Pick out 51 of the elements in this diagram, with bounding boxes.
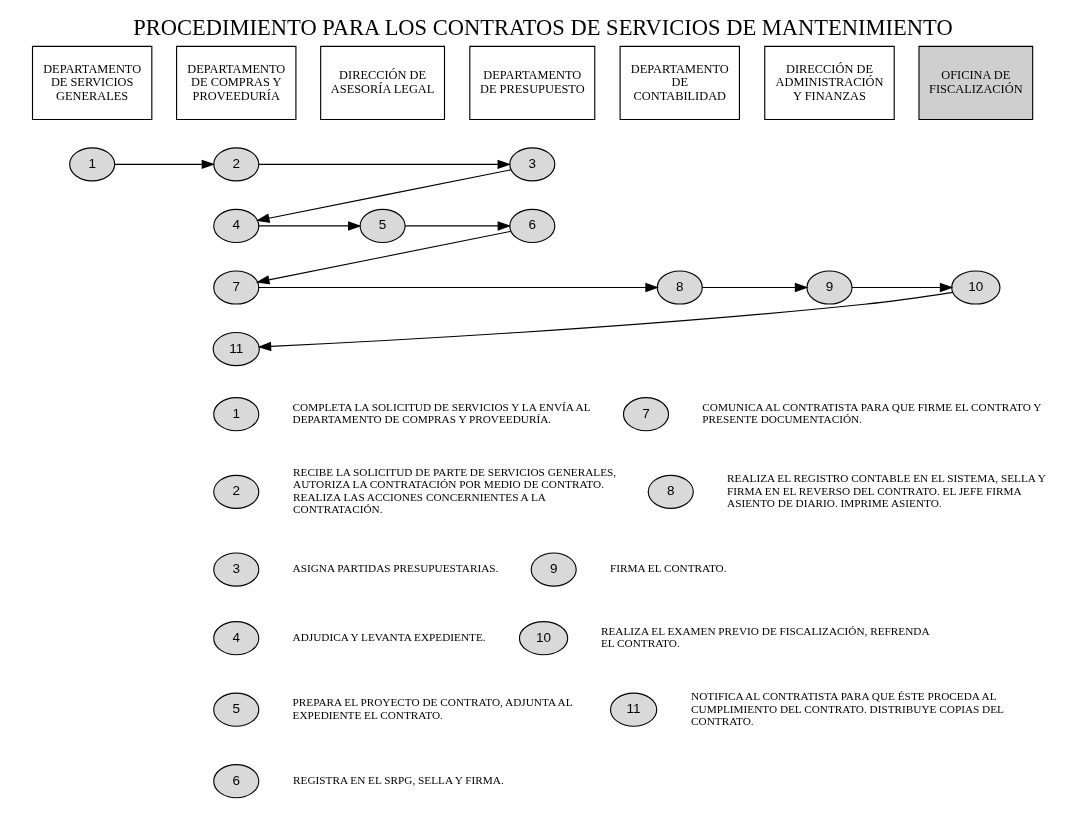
node-label: RECIBE LA SOLICITUD DE PARTE DE SERVICIOS GENERALES, AUTORIZA LA CONTRATACIÓN POR MEDIO DE CONTRATO. REALIZA LAS ACCIONES CONCERNIENTES A LA CONTRATACIÓN. <box>293 466 617 516</box>
node-ellipse: 4 <box>213 208 260 244</box>
node-ellipse: 5 <box>213 692 260 727</box>
node-ellipse: 9 <box>530 552 577 587</box>
node-ellipse: 2 <box>213 147 260 182</box>
arrow <box>851 282 954 293</box>
node-ellipse: 6 <box>213 764 260 799</box>
node-ellipse: 10 <box>518 621 569 656</box>
node-label: NOTIFICA AL CONTRATISTA PARA QUE ÉSTE PROCEDA AL CUMPLIMIENTO DEL CONTRATO. DISTRIBUYE COPIAS DEL CONTRATO. <box>691 690 1004 727</box>
node-ellipse: 1 <box>69 147 116 182</box>
arrow <box>255 169 512 223</box>
node-box: DIRECCIÓN DE ADMINISTRACIÓN Y FINANZAS <box>764 45 895 121</box>
node-box: DEPARTAMENTO DE COMPRAS Y PROVEEDURÍA <box>176 45 297 121</box>
node-ellipse: 1 <box>213 397 260 432</box>
node-box: DEPARTAMENTO DE SERVICIOS GENERALES <box>31 45 153 121</box>
node-ellipse: 2 <box>213 474 260 509</box>
arrow <box>258 221 362 231</box>
node-label: PREPARA EL PROYECTO DE CONTRATO, ADJUNTA AL EXPEDIENTE EL CONTRATO. <box>292 696 573 721</box>
node-ellipse: 10 <box>951 270 1001 305</box>
node-ellipse: 11 <box>212 331 260 367</box>
node-box: DEPARTAMENTO DE PRESUPUESTO <box>469 45 596 121</box>
arrow <box>258 282 659 293</box>
node-ellipse: 3 <box>509 147 556 182</box>
node-ellipse: 9 <box>806 270 853 305</box>
arrow <box>257 291 954 352</box>
arrow <box>404 221 512 231</box>
node-ellipse: 8 <box>656 270 703 305</box>
arrow <box>258 159 512 170</box>
node-ellipse: 7 <box>213 270 260 305</box>
arrow <box>701 282 809 293</box>
node-box: OFICINA DE FISCALIZACIÓN <box>918 45 1034 121</box>
node-ellipse: 3 <box>213 552 260 587</box>
node-ellipse: 7 <box>622 397 670 432</box>
node-ellipse: 6 <box>509 208 556 244</box>
node-label: ADJUDICA Y LEVANTA EXPEDIENTE. <box>292 631 486 644</box>
arrow <box>114 159 216 170</box>
diagram-title: PROCEDIMIENTO PARA LOS CONTRATOS DE SERVICIOS DE MANTENIMIENTO <box>133 15 953 41</box>
node-ellipse: 11 <box>609 692 658 727</box>
arrow <box>255 230 512 285</box>
node-label: REGISTRA EN EL SRPG, SELLA Y FIRMA. <box>293 773 504 786</box>
node-label: REALIZA EL REGISTRO CONTABLE EN EL SISTEMA, SELLA Y FIRMA EN EL REVERSO DEL CONTRATO. EL JEFE FIRMA ASIENTO DE DIARIO. IMPRIME ASIENTO. <box>727 472 1046 510</box>
node-box: DIRECCIÓN DE ASESORÍA LEGAL <box>320 45 446 121</box>
node-ellipse: 4 <box>213 621 260 656</box>
node-ellipse: 8 <box>647 474 694 509</box>
node-label: COMUNICA AL CONTRATISTA PARA QUE FIRME EL CONTRATO Y PRESENTE DOCUMENTACIÓN. <box>702 400 1042 426</box>
node-label: FIRMA EL CONTRATO. <box>609 562 727 575</box>
node-label: COMPLETA LA SOLICITUD DE SERVICIOS Y LA ENVÍA AL DEPARTAMENTO DE COMPRAS Y PROVEEDURÍA. <box>292 400 591 426</box>
node-label: REALIZA EL EXAMEN PREVIO DE FISCALIZACIÓN, REFRENDA EL CONTRATO. <box>600 624 930 650</box>
node-ellipse: 5 <box>359 208 406 244</box>
node-label: ASIGNA PARTIDAS PRESUPUESTARIAS. <box>292 562 499 575</box>
node-box: DEPARTAMENTO DE CONTABILIDAD <box>619 45 740 121</box>
